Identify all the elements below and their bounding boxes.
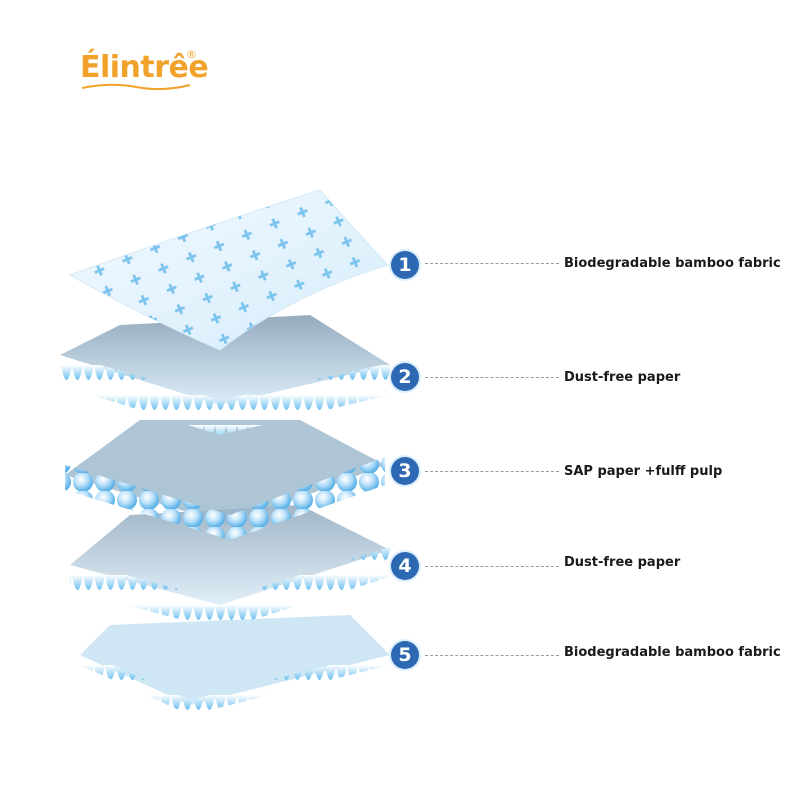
layer-3-illustration xyxy=(65,420,385,540)
layer-1-label: Biodegradable bamboo fabric xyxy=(564,256,781,271)
layer-2-leader xyxy=(425,377,559,378)
brand-name: Élintrêe xyxy=(80,50,209,85)
layer-4-badge: 4 xyxy=(391,552,419,580)
brand-logo: Élintrêe ® xyxy=(80,48,209,98)
registered-mark: ® xyxy=(186,48,197,61)
layer-5-label: Biodegradable bamboo fabric xyxy=(564,645,781,660)
layer-5-leader xyxy=(425,655,559,656)
layer-1-illustration xyxy=(68,189,389,351)
layer-2-illustration xyxy=(60,315,390,435)
layer-5-illustration xyxy=(80,615,390,715)
layer-2-badge: 2 xyxy=(391,363,419,391)
layer-4-illustration xyxy=(70,505,390,630)
layer-4-leader xyxy=(425,566,559,567)
layer-1-badge: 1 xyxy=(391,251,419,279)
logo-wave-icon xyxy=(81,83,191,91)
layer-2-label: Dust-free paper xyxy=(564,370,681,385)
layer-3-leader xyxy=(425,471,559,472)
layer-3-label: SAP paper +fulff pulp xyxy=(564,464,723,479)
layer-3-badge: 3 xyxy=(391,457,419,485)
layer-1-leader xyxy=(425,263,559,264)
layer-4-label: Dust-free paper xyxy=(564,555,681,570)
layer-5-badge: 5 xyxy=(391,641,419,669)
layers-illustration: ✚ xyxy=(60,189,390,715)
